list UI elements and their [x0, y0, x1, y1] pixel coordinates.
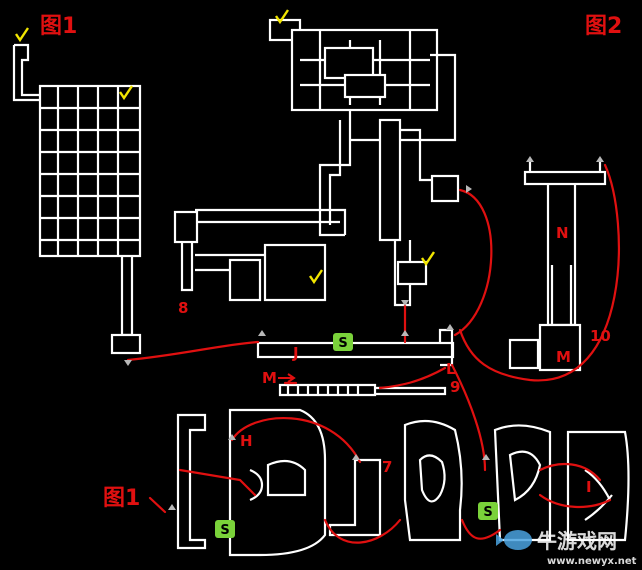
door-arrow-icon	[466, 185, 472, 193]
m-arrow-icon	[278, 373, 296, 383]
left-tower	[12, 43, 142, 355]
door-arrow-icon	[352, 454, 360, 460]
marker-10: 10	[590, 327, 611, 345]
door-arrows	[124, 156, 604, 510]
central-complex	[173, 18, 460, 307]
door-arrow-icon	[596, 156, 604, 162]
marker-7: 7	[382, 458, 392, 476]
marker-h: H	[240, 432, 253, 450]
marker-l: L	[446, 360, 456, 378]
marker-m-arrow: M	[262, 369, 277, 387]
save-point-label: S	[220, 523, 229, 538]
door-arrow-icon	[124, 360, 132, 366]
check-mark-icon	[119, 85, 133, 101]
figure-label-2: 图2	[585, 14, 622, 39]
marker-j: J	[292, 344, 299, 362]
bottom-chambers	[176, 408, 630, 557]
door-arrow-icon	[401, 330, 409, 336]
marker-n: N	[556, 224, 569, 242]
marker-9: 9	[450, 378, 460, 396]
marker-m-room: M	[556, 348, 571, 366]
watermark: 牛游戏网 www.newyx.net	[496, 529, 637, 567]
right-tower	[508, 162, 607, 372]
save-point-icon: S	[333, 333, 353, 351]
door-arrow-icon	[526, 156, 534, 162]
door-arrow-icon	[168, 504, 176, 510]
figure-label-1-bottom: 图1	[103, 486, 140, 511]
save-points: S S S	[215, 333, 498, 538]
check-marks	[15, 9, 435, 285]
save-point-icon: S	[215, 520, 235, 538]
check-mark-icon	[15, 27, 29, 43]
check-mark-icon	[421, 251, 435, 267]
check-mark-icon	[275, 9, 289, 25]
watermark-text: 牛游戏网	[537, 529, 617, 553]
door-arrow-icon	[228, 434, 236, 440]
marker-8: 8	[178, 299, 188, 317]
save-point-icon: S	[478, 502, 498, 520]
fish-logo-icon	[504, 530, 532, 550]
door-arrow-icon	[258, 330, 266, 336]
marker-i: I	[586, 478, 592, 496]
door-arrow-icon	[482, 454, 490, 460]
save-point-label: S	[483, 505, 492, 520]
door-arrow-icon	[446, 324, 454, 330]
figure-label-1-top: 图1	[40, 14, 77, 39]
corridor-jl	[256, 328, 455, 397]
check-mark-icon	[309, 269, 323, 285]
door-arrow-icon	[401, 300, 409, 306]
save-point-label: S	[338, 336, 347, 351]
watermark-url: www.newyx.net	[547, 556, 637, 567]
